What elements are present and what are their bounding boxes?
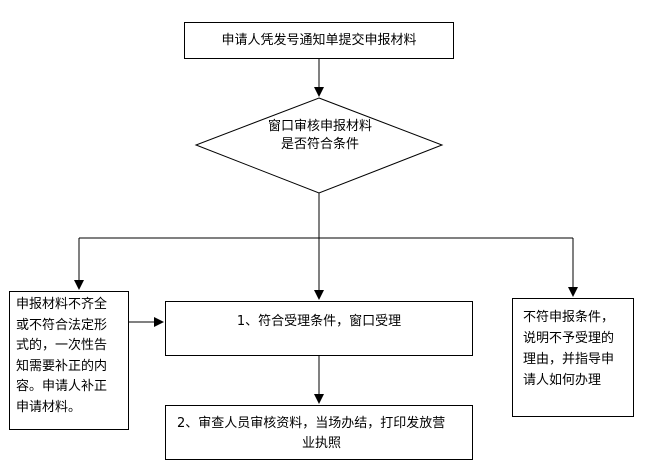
incomplete-text-line: 式的，一次性告: [16, 338, 108, 353]
accept-step-box: 1、符合受理条件，窗口受理: [165, 301, 473, 356]
incomplete-text-line: 申报材料不齐全: [16, 297, 108, 312]
incomplete-text-line: 或不符合法定形: [16, 317, 108, 333]
incomplete-text-line: 容。申请人补正: [16, 379, 108, 394]
accept-step-text: 1、符合受理条件，窗口受理: [236, 314, 402, 329]
decision-text-line1: 窗口审核申报材料: [267, 119, 372, 134]
reject-box: 不符申报条件， 说明不予受理的 理由，并指导申 请人如何办理: [512, 298, 634, 417]
incomplete-text-line: 申请材料。: [16, 399, 82, 415]
start-step-box: 申请人凭发号通知单提交申报材料: [184, 22, 454, 59]
review-text-line2: 业执照: [301, 436, 341, 451]
reject-text-line: 不符申报条件，: [523, 310, 615, 325]
reject-text-line: 说明不予受理的: [523, 331, 615, 346]
decision-text-line2: 是否符合条件: [280, 137, 359, 152]
incomplete-materials-box: 申报材料不齐全 或不符合法定形 式的，一次性告 知需要补正的内 容。申请人补正 …: [9, 291, 129, 430]
reject-text-line: 请人如何办理: [523, 373, 602, 388]
reject-text-line: 理由，并指导申: [523, 352, 615, 367]
start-step-text: 申请人凭发号通知单提交申报材料: [221, 33, 417, 48]
incomplete-text-line: 知需要补正的内: [16, 358, 108, 374]
decision-text: 窗口审核申报材料 是否符合条件: [235, 118, 405, 154]
review-step-box: 2、审查人员审核资料，当场办结，打印发放营 业执照: [165, 405, 473, 460]
review-text-line1: 2、审查人员审核资料，当场办结，打印发放营: [177, 416, 446, 431]
